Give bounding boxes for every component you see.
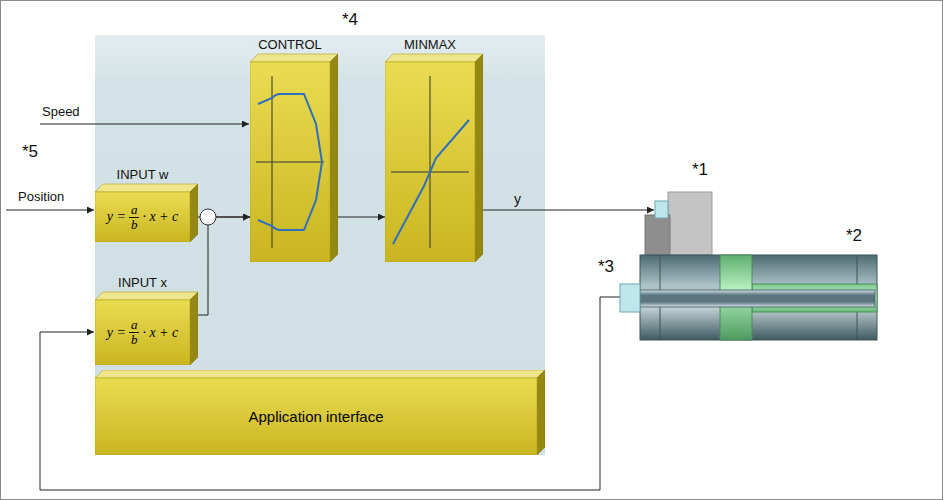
block-shape [250, 36, 338, 262]
block-side [330, 54, 338, 262]
block-title: CONTROL [250, 36, 330, 54]
sensor-rod [640, 290, 875, 307]
formula-text: b [129, 332, 140, 347]
block-front [250, 62, 330, 262]
valve [645, 192, 712, 255]
block-side [475, 54, 483, 262]
block-top [385, 54, 483, 62]
block-top [250, 54, 338, 62]
signal-connector [338, 217, 385, 218]
signal-name: Speed [42, 104, 80, 119]
valve-base [645, 215, 670, 255]
hydraulic-cylinder [620, 255, 877, 340]
block-front [385, 62, 475, 262]
block-content: y =ab· x + c [107, 203, 179, 232]
controller-panel [95, 35, 545, 455]
callout-number: *5 [22, 142, 38, 162]
block-content: Application interface [248, 408, 383, 425]
block-side [190, 184, 198, 242]
valve-solenoid [655, 201, 668, 218]
fraction: ab [129, 318, 140, 347]
formula-text: · x + c [142, 209, 178, 225]
block-top [95, 370, 545, 378]
band-text: Application interface [248, 408, 383, 425]
formula-text: b [129, 217, 140, 232]
fraction: ab [129, 203, 140, 232]
block-face: y =ab· x + c [95, 300, 190, 365]
block-title: MINMAX [385, 36, 475, 54]
block-side [190, 292, 198, 365]
characteristic-graph [256, 76, 324, 248]
control-block: CONTROL [250, 36, 338, 262]
position-sensor [620, 284, 640, 312]
input-block: INPUT x y =ab· x + c [95, 274, 198, 365]
input-block: INPUT w y =ab· x + c [95, 166, 198, 242]
minmax-curve [393, 120, 469, 244]
block-face: y =ab· x + c [95, 192, 190, 242]
position-signal [6, 210, 94, 211]
block-front [95, 300, 190, 365]
graph-axis [256, 162, 324, 163]
feedback-wire [40, 297, 620, 490]
callout-number: *1 [692, 160, 708, 180]
block-front [95, 378, 537, 455]
block-shape [385, 36, 483, 262]
signal-name: Position [18, 189, 64, 204]
block-title: INPUT x [95, 274, 190, 292]
block-front [95, 192, 190, 242]
block-title: INPUT w [95, 166, 190, 184]
cylinder-body [640, 255, 877, 340]
interface-band: Application interface [95, 370, 545, 455]
block-face [385, 62, 475, 262]
signal-connector [198, 217, 250, 315]
callout-number: *2 [846, 226, 862, 246]
formula-text: y = [107, 325, 126, 341]
block-face: Application interface [95, 378, 537, 455]
minmax-block: MINMAX [385, 36, 483, 262]
formula-text: a [129, 318, 140, 332]
graph-axis [430, 76, 431, 248]
characteristic-graph [391, 76, 469, 248]
block-side [537, 370, 545, 455]
block-face [250, 62, 330, 262]
callout-number: *3 [598, 257, 614, 277]
control-curve [258, 94, 322, 230]
formula-text: a [129, 203, 140, 217]
block-top [95, 292, 198, 300]
formula-text: · x + c [142, 325, 178, 341]
block-content: y =ab· x + c [107, 318, 179, 347]
summing-junction [200, 209, 216, 225]
formula-text: y = [107, 209, 126, 225]
block-top [95, 184, 198, 192]
signal-name: y [514, 191, 521, 207]
output-wire [483, 210, 654, 211]
speed-signal [40, 124, 249, 125]
valve-body [668, 192, 712, 255]
callout-number: *4 [342, 10, 358, 30]
